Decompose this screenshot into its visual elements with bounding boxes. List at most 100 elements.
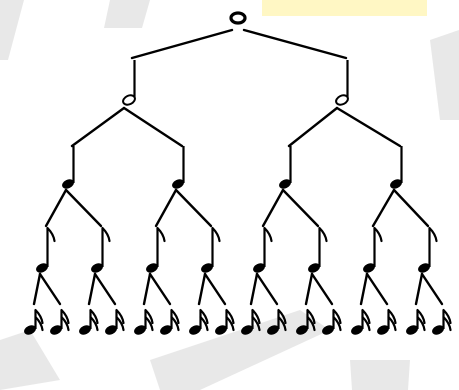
eighth-note-icon xyxy=(201,226,221,273)
note-flag xyxy=(170,315,180,332)
note-flag xyxy=(115,315,125,332)
note-flag xyxy=(416,308,426,325)
note-flag xyxy=(225,308,235,325)
sixteenth-note-icon xyxy=(351,308,371,335)
eighth-note-icon xyxy=(363,226,383,273)
branch-edge xyxy=(64,188,103,228)
note-head xyxy=(335,94,349,106)
note-flag xyxy=(144,315,154,332)
quarter-note-icon xyxy=(172,146,185,189)
note-head xyxy=(229,11,247,25)
branch-edge xyxy=(255,272,279,306)
branch-edge xyxy=(365,272,389,306)
note-head xyxy=(201,263,213,273)
note-flag xyxy=(199,315,209,332)
sixteenth-note-icon xyxy=(160,308,180,335)
note-flag xyxy=(89,315,99,332)
quarter-note-icon xyxy=(62,146,75,189)
branch-edge xyxy=(122,106,184,148)
note-flag xyxy=(144,308,154,325)
sixteenth-note-icon xyxy=(322,308,342,335)
sixteenth-note-icon xyxy=(79,308,99,335)
note-head xyxy=(363,263,375,273)
branch-edge xyxy=(142,272,152,306)
branch-edge xyxy=(242,28,348,60)
note-flag xyxy=(442,315,452,332)
branch-edge xyxy=(287,106,339,148)
branch-edge xyxy=(148,272,172,306)
branch-edge xyxy=(359,272,369,306)
branch-edge xyxy=(44,188,68,228)
branch-edge xyxy=(371,188,396,228)
note-head xyxy=(296,325,308,335)
note-flag xyxy=(416,315,426,332)
note-head xyxy=(189,325,201,335)
sixteenth-note-icon xyxy=(432,308,452,335)
branch-edge xyxy=(414,272,424,306)
note-head xyxy=(79,325,91,335)
note-head xyxy=(172,179,184,189)
note-flag xyxy=(373,226,383,243)
note-head xyxy=(241,325,253,335)
branch-edge xyxy=(392,188,430,228)
note-flag xyxy=(170,308,180,325)
branch-edge xyxy=(93,272,117,306)
note-head xyxy=(62,179,74,189)
note-flag xyxy=(34,308,44,325)
branch-edge xyxy=(38,272,62,306)
sixteenth-note-icon xyxy=(267,308,287,335)
note-flag xyxy=(115,308,125,325)
note-head xyxy=(215,325,227,335)
tree-notes xyxy=(24,11,452,335)
quarter-note-icon xyxy=(279,146,292,189)
note-flag xyxy=(34,315,44,332)
note-flag xyxy=(199,308,209,325)
branch-edge xyxy=(203,272,227,306)
note-flag xyxy=(306,308,316,325)
branch-edge xyxy=(197,272,207,306)
note-flag xyxy=(156,226,166,243)
half-note-icon xyxy=(122,60,136,106)
note-flag xyxy=(225,315,235,332)
note-head xyxy=(105,325,117,335)
sixteenth-note-icon xyxy=(215,308,235,335)
eighth-note-icon xyxy=(36,226,56,273)
note-flag xyxy=(251,315,261,332)
note-flag xyxy=(101,226,111,243)
branch-edge xyxy=(87,272,97,306)
note-flag xyxy=(251,308,261,325)
note-head xyxy=(267,325,279,335)
note-head xyxy=(36,263,48,273)
branch-edge xyxy=(304,272,314,306)
note-flag xyxy=(428,226,438,243)
note-head xyxy=(146,263,158,273)
half-note-icon xyxy=(335,60,349,106)
note-head xyxy=(50,325,62,335)
note-head xyxy=(390,179,402,189)
quarter-note-icon xyxy=(390,146,403,189)
sixteenth-note-icon xyxy=(406,308,426,335)
eighth-note-icon xyxy=(418,226,438,273)
note-flag xyxy=(361,315,371,332)
branch-edge xyxy=(249,272,259,306)
note-head xyxy=(406,325,418,335)
note-head xyxy=(24,325,36,335)
note-flag xyxy=(60,315,70,332)
branch-edge xyxy=(70,106,126,148)
sixteenth-note-icon xyxy=(296,308,316,335)
note-head xyxy=(308,263,320,273)
branch-edge xyxy=(154,188,178,228)
note-flag xyxy=(263,226,273,243)
eighth-note-icon xyxy=(308,226,328,273)
note-flag xyxy=(277,315,287,332)
note-flag xyxy=(387,315,397,332)
note-head xyxy=(432,325,444,335)
sixteenth-note-icon xyxy=(377,308,397,335)
sixteenth-note-icon xyxy=(241,308,261,335)
tree-edges xyxy=(32,28,444,306)
note-flag xyxy=(46,226,56,243)
note-head xyxy=(91,263,103,273)
note-head xyxy=(160,325,172,335)
branch-edge xyxy=(261,188,285,228)
branch-edge xyxy=(420,272,444,306)
